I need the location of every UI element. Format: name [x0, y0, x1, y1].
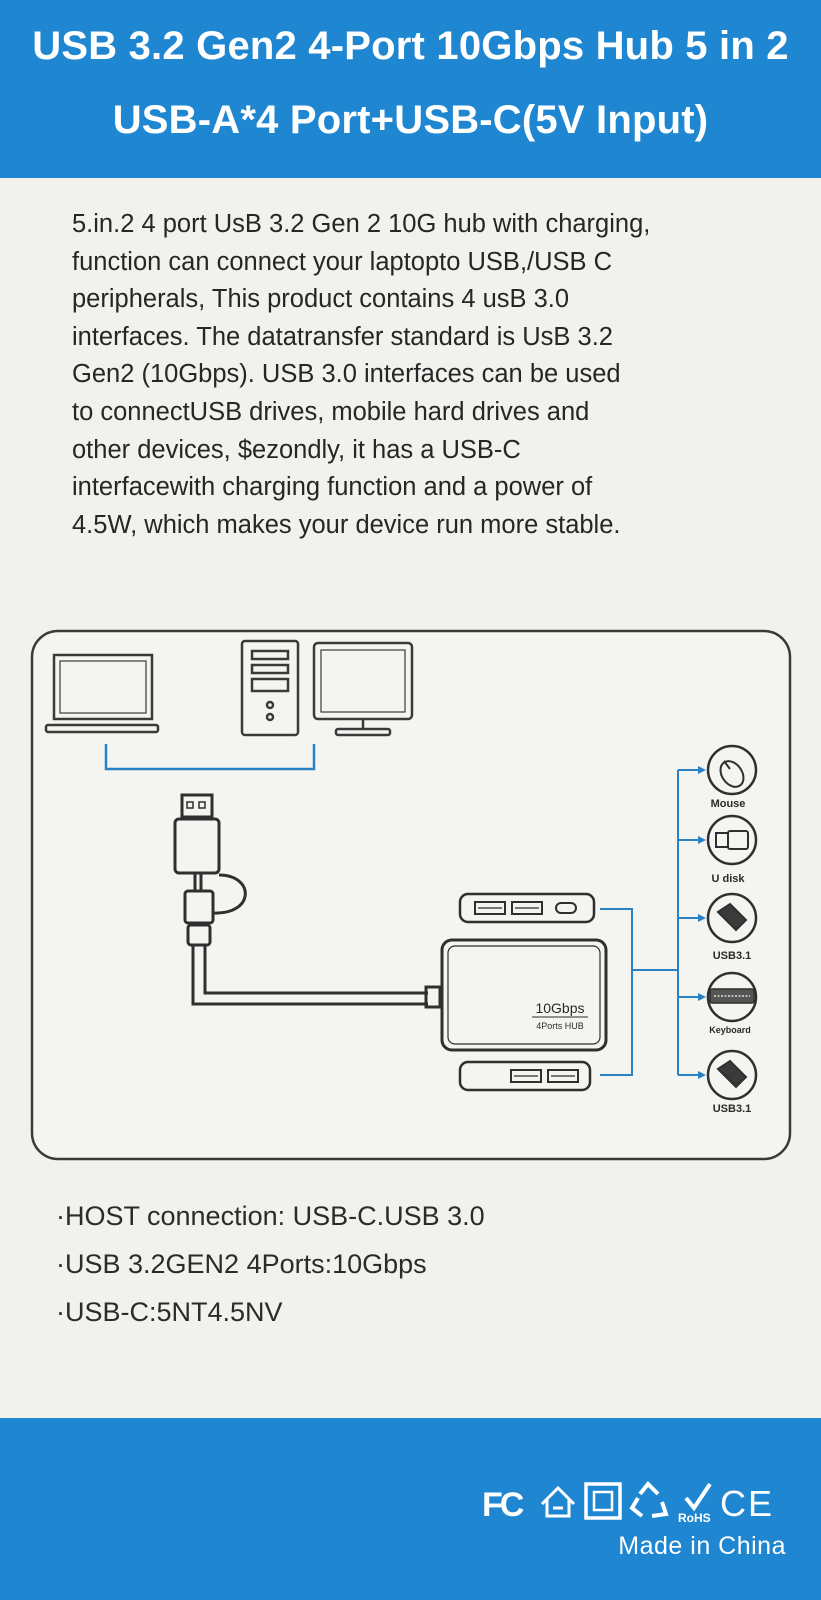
- recycle-icon: [629, 1481, 669, 1518]
- description-line: peripherals, This product contains 4 usB…: [72, 285, 570, 314]
- certification-marks: FC RoHS CE: [482, 1481, 774, 1525]
- hub-connector-lines: [600, 769, 698, 1076]
- keyboard-icon: [706, 971, 758, 1023]
- spec-list: ·HOST connection: USB-C.USB 3.0 ·USB 3.2…: [56, 1196, 756, 1340]
- weee-home-icon: [540, 1485, 576, 1518]
- connection-diagram: 10Gbps 4Ports HUB: [30, 629, 792, 1161]
- bottom-port-strip: [458, 1060, 592, 1092]
- double-square-icon: [584, 1482, 622, 1520]
- ce-mark: CE: [720, 1483, 774, 1524]
- description-line: Gen2 (10Gbps). USB 3.0 interfaces can be…: [72, 360, 621, 389]
- usb-a-plug-icon: [173, 793, 221, 875]
- spec-item: ·USB-C:5NT4.5NV: [56, 1297, 283, 1327]
- description-line: function can connect your laptopto USB,/…: [72, 247, 613, 276]
- usb-c-adapter-icon: [183, 873, 247, 947]
- spec-item: ·HOST connection: USB-C.USB 3.0: [56, 1201, 485, 1231]
- description-line: interfaces. The datatransfer standard is…: [72, 322, 613, 351]
- device-label-usb3-1: USB3.1: [713, 950, 752, 962]
- cable-plug: [424, 985, 442, 1009]
- device-label-keyboard: Keyboard: [709, 1025, 751, 1035]
- top-port-strip: [458, 892, 596, 924]
- hub-speed-label: 10Gbps: [535, 1000, 584, 1016]
- spec-item: ·USB 3.2GEN2 4Ports:10Gbps: [56, 1249, 427, 1279]
- hub-cable: [191, 945, 428, 1006]
- description-line: interfacewith charging function and a po…: [72, 473, 593, 502]
- usb-stick-icon: [706, 1049, 758, 1101]
- desktop-tower-icon: [240, 639, 300, 737]
- mouse-icon: [706, 744, 758, 796]
- usb-stick-icon: [706, 892, 758, 944]
- device-label-usb3-1: USB3.1: [713, 1103, 752, 1115]
- description-line: to connectUSB drives, mobile hard drives…: [72, 397, 590, 426]
- device-label-u-disk: U disk: [711, 873, 745, 885]
- footer-band: [0, 1418, 821, 1600]
- description-line: 5.in.2 4 port UsB 3.2 Gen 2 10G hub with…: [72, 210, 651, 238]
- u-disk-icon: [706, 814, 758, 866]
- fc-mark: FC: [482, 1486, 524, 1524]
- product-description: 5.in.2 4 port UsB 3.2 Gen 2 10G hub with…: [72, 206, 777, 544]
- rohs-mark: RoHS: [678, 1511, 711, 1525]
- hub-name-label: 4Ports HUB: [536, 1021, 584, 1031]
- monitor-icon: [312, 641, 414, 737]
- laptop-icon: [44, 653, 160, 734]
- header-band: [0, 0, 821, 178]
- device-label-mouse: Mouse: [711, 798, 746, 810]
- title-line-1: USB 3.2 Gen2 4-Port 10Gbps Hub 5 in 2: [32, 24, 789, 68]
- description-line: 4.5W, which makes your device run more s…: [72, 510, 621, 539]
- made-in-china-text: Made in China: [618, 1532, 786, 1560]
- hub-body: [440, 938, 608, 1052]
- host-bracket: [104, 744, 316, 771]
- rohs-check-icon: [684, 1482, 712, 1512]
- title-line-2: USB-A*4 Port+USB-C(5V Input): [112, 98, 709, 142]
- description-line: other devices, $ezondly, it has a USB-C: [72, 435, 521, 464]
